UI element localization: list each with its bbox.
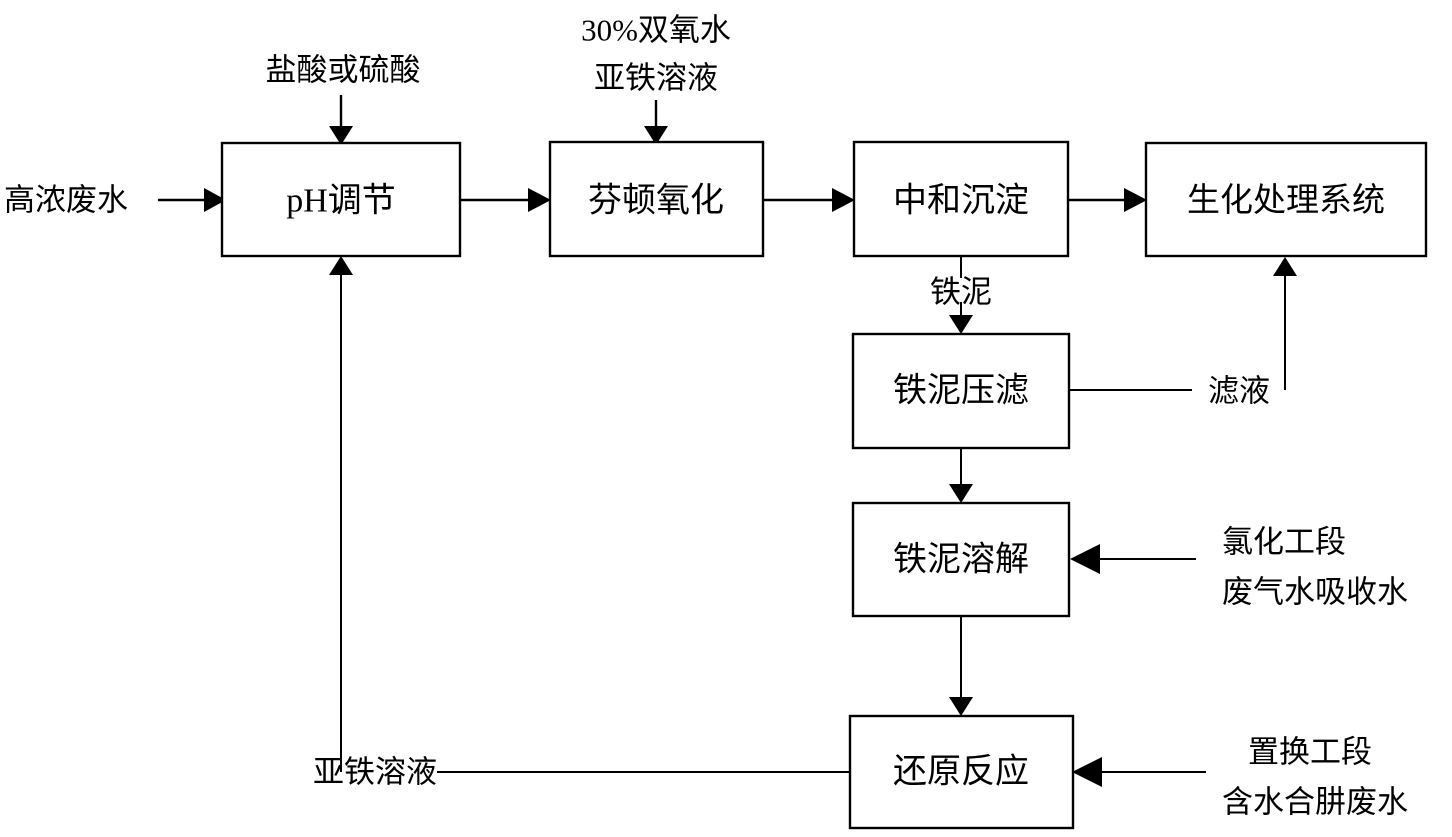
edge-label-influent: 高浓废水 [4,183,128,218]
arrowhead-acid-to-ph [329,126,353,145]
arrowhead-fenton-to-neutralize [832,188,855,212]
node-label-fenton-oxidation: 芬顿氧化 [588,182,724,220]
arrowhead-influent-to-ph [204,188,226,212]
edge-label-peroxide: 30%双氧水 [581,13,731,48]
arrowhead-displacement-to-reduction [1072,757,1102,787]
arrowhead-press-to-dissolve [949,484,973,503]
arrowhead-neutralize-to-biotreat [1124,188,1147,212]
node-label-neutralization-precipitation: 中和沉淀 [893,182,1029,220]
arrowhead-filtrate-to-biotreat [1273,257,1297,276]
edge-label-acid: 盐酸或硫酸 [266,53,421,88]
arrowhead-neutralize-to-press [949,315,973,334]
arrowhead-peroxide-to-fenton [644,126,668,145]
node-label-ph-adjustment: pH调节 [286,183,396,220]
node-iron-sludge-dissolution[interactable] [851,501,1071,618]
edge-label-iron-sludge: 铁泥 [930,275,992,310]
edge-label-filtrate: 滤液 [1208,374,1270,409]
edge-label-chlorination-wastewater: 废气水吸收水 [1222,575,1408,610]
edge-label-displacement-wastewater: 含水合肼废水 [1222,785,1408,820]
node-label-reduction-reaction: 还原反应 [893,753,1029,791]
node-label-biological-treatment-system: 生化处理系统 [1187,182,1385,219]
edge-label-displacement-section: 置换工段 [1248,735,1372,770]
node-ph-adjustment[interactable] [220,141,462,258]
edge-label-ferrous-feed: 亚铁溶液 [594,61,718,96]
node-fenton-oxidation[interactable] [548,140,765,258]
arrowhead-chlorination-to-dissolve [1070,544,1100,574]
node-reduction-reaction[interactable] [848,714,1075,830]
arrowhead-ph-to-fenton [528,188,551,212]
node-label-iron-sludge-filter-press: 铁泥压滤 [893,372,1029,410]
arrowhead-ferrous-return-to-ph [329,256,353,275]
node-iron-sludge-filter-press[interactable] [851,332,1071,450]
node-biological-treatment-system[interactable] [1144,141,1428,258]
arrowhead-dissolve-to-reduction [949,697,973,716]
edge-label-ferrous-return: 亚铁溶液 [313,755,437,790]
node-neutralization-precipitation[interactable] [852,140,1070,258]
edge-label-chlorination-section: 氯化工段 [1222,525,1346,560]
node-label-iron-sludge-dissolution: 铁泥溶解 [893,541,1029,579]
